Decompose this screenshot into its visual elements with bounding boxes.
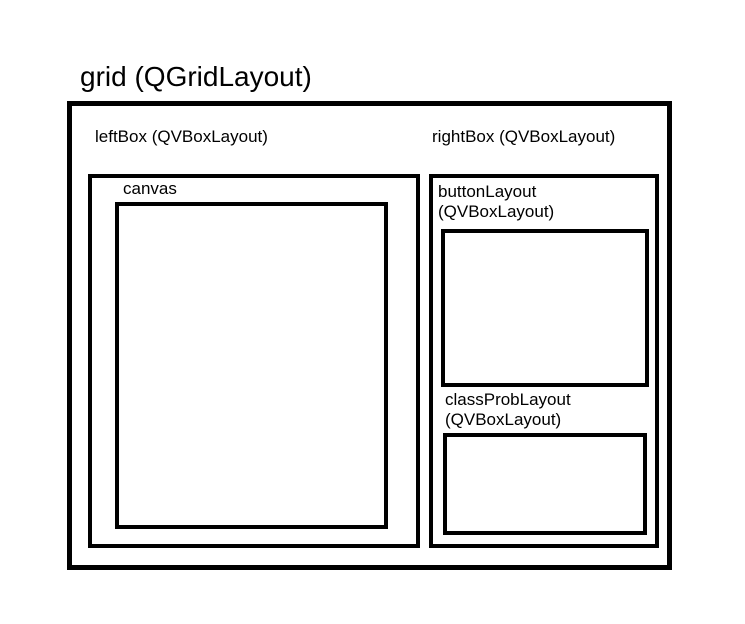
button-layout-label-line1: buttonLayout bbox=[438, 182, 537, 201]
leftbox-label: leftBox (QVBoxLayout) bbox=[95, 127, 268, 146]
rightbox-label: rightBox (QVBoxLayout) bbox=[432, 127, 616, 146]
class-prob-layout-label-line2: (QVBoxLayout) bbox=[445, 410, 562, 430]
grid-layout-box bbox=[67, 101, 672, 570]
canvas-label: canvas bbox=[123, 179, 177, 198]
rightbox-layout-box bbox=[429, 174, 659, 548]
grid-title: grid (QGridLayout) bbox=[80, 61, 312, 92]
button-layout-label-line2: (QVBoxLayout) bbox=[438, 202, 555, 222]
button-layout-label: buttonLayout (QVBoxLayout) bbox=[438, 182, 554, 223]
class-prob-layout-box bbox=[443, 433, 647, 535]
canvas-box bbox=[115, 202, 388, 529]
class-prob-layout-label-line1: classProbLayout bbox=[445, 390, 571, 409]
class-prob-layout-label: classProbLayout (QVBoxLayout) bbox=[445, 390, 571, 431]
button-layout-box bbox=[441, 229, 649, 387]
leftbox-layout-box bbox=[88, 174, 420, 548]
